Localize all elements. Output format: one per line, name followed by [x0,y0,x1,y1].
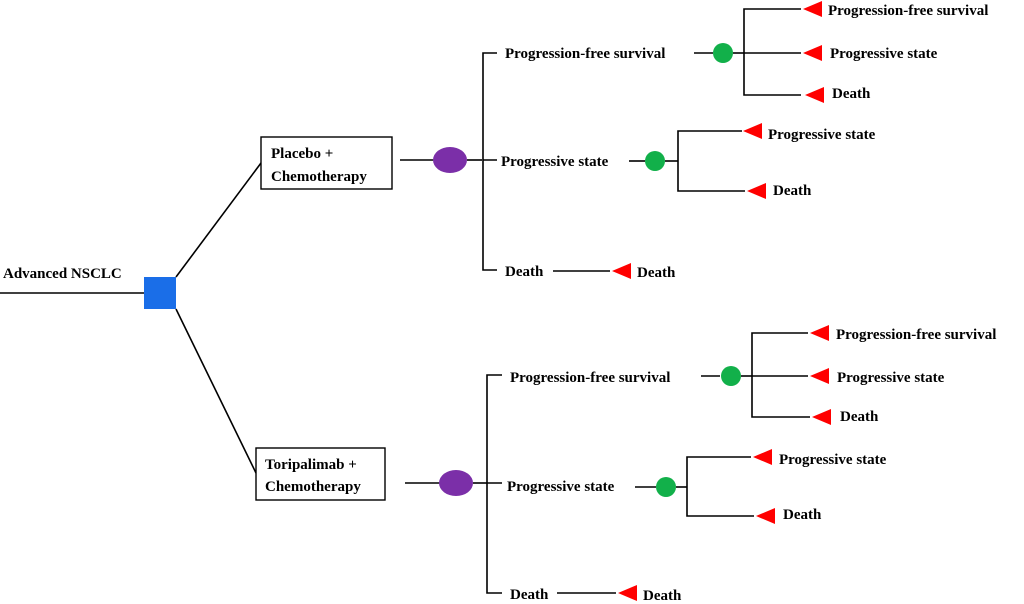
terminal-node-triangle [743,123,762,139]
chance-node-sub-progressive [656,477,676,497]
outcome-label: Death [773,183,812,199]
outcome-label: Death [840,409,879,425]
strategy-label-toripalimab-line1: Toripalimab + [265,457,357,473]
chance-node-sub-progressive [645,151,665,171]
chance-node-main-toripalimab [439,470,473,496]
terminal-node-triangle [810,325,829,341]
state-label-death: Death [505,264,544,280]
strategy-label-toripalimab-line2: Chemotherapy [265,479,361,495]
chance-node-main-placebo [433,147,467,173]
terminal-node-triangle [803,45,822,61]
state-label-progressive: Progressive state [501,154,609,170]
outcome-label: Death [783,507,822,523]
state-label-pfs: Progression-free survival [510,370,670,386]
outcome-label: Progression-free survival [828,3,988,19]
state-label-death: Death [510,587,549,603]
outcome-label: Progressive state [830,46,938,62]
terminal-node-triangle [747,183,766,199]
outcome-label: Death [643,588,682,604]
terminal-node-triangle [618,585,637,601]
terminal-node-triangle [753,449,772,465]
outcome-bracket-progressive [686,456,754,517]
decision-node-square [144,277,176,309]
terminal-node-triangle [756,508,775,524]
outcome-label: Progressive state [779,452,887,468]
strategy-label-placebo-line1: Placebo + [271,146,333,162]
outcome-label: Progression-free survival [836,327,996,343]
state-bracket-toripalimab [486,374,502,594]
outcome-bracket-pfs [743,8,801,96]
state-label-progressive: Progressive state [507,479,615,495]
chance-node-sub-pfs [721,366,741,386]
strategy-box-placebo [260,136,393,190]
root-to-top-strategy-line [175,162,262,278]
strategy-label-placebo-line2: Chemotherapy [271,169,367,185]
terminal-node-triangle [805,87,824,103]
outcome-label: Progressive state [837,370,945,386]
outcome-label: Death [637,265,676,281]
outcome-label: Death [832,86,871,102]
outcome-label: Progressive state [768,127,876,143]
state-label-pfs: Progression-free survival [505,46,665,62]
outcome-bracket-pfs [751,332,810,418]
outcome-bracket-progressive [677,130,745,192]
state-bracket-placebo [482,52,497,271]
root-to-bottom-strategy-line [175,308,257,474]
chance-node-sub-pfs [713,43,733,63]
terminal-node-triangle [803,1,822,17]
terminal-node-triangle [612,263,631,279]
terminal-node-triangle [810,368,829,384]
root-label: Advanced NSCLC [3,266,122,282]
terminal-node-triangle [812,409,831,425]
strategy-box-toripalimab [255,447,386,501]
